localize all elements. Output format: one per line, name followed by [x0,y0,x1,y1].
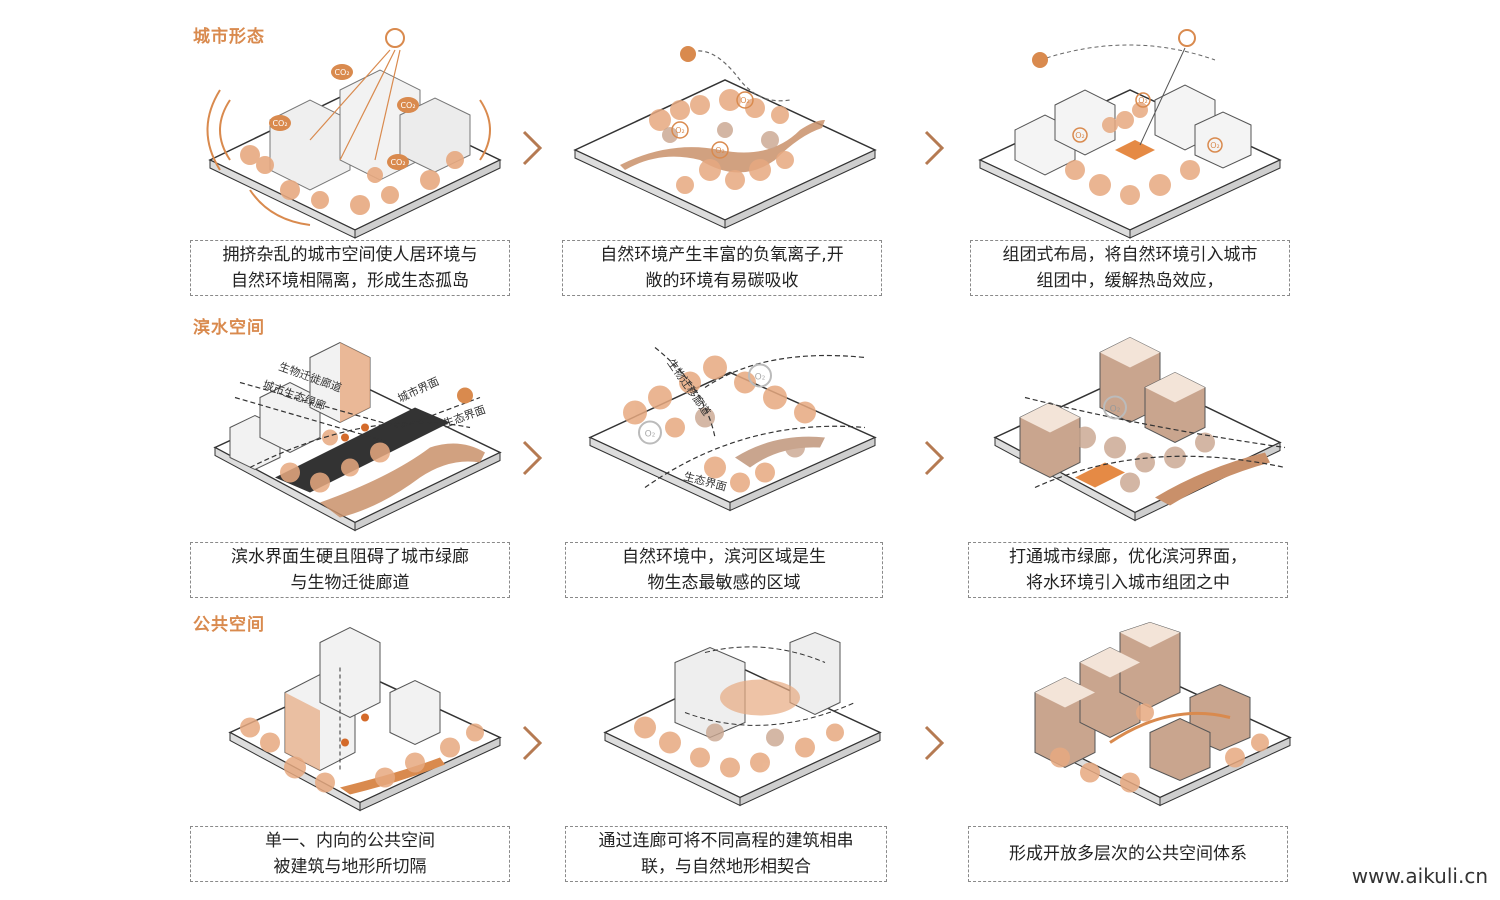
diagram-waterfront-hard-edge: 生物迁徙廊道 城市生态绿廊 城市界面 生态界面 [190,320,520,555]
label-o2-5: O₂ [1138,96,1148,105]
section-title-waterfront: 滨水空间 [193,318,265,338]
label-co2-1: CO₂ [334,68,349,77]
label-co2-3: CO₂ [272,119,287,128]
caption-public-space-1: 单一、内向的公共空间 被建筑与地形所切隔 [190,826,510,882]
diagram-public-space-isolated [190,610,520,845]
caption-waterfront-2: 自然环境中，滨河区域是生 物生态最敏感的区域 [565,542,883,598]
caption-public-space-2: 通过连廊可将不同高程的建筑相串 联，与自然地形相契合 [565,826,887,882]
label-o2-1: O₂ [675,126,685,135]
label-o2-7: O₂ [755,373,766,383]
label-co2-2: CO₂ [400,101,415,110]
caption-urban-form-1: 拥挤杂乱的城市空间使人居环境与 自然环境相隔离，形成生态孤岛 [190,240,510,296]
diagram-natural-environment: O₂ O₂ O₂ [560,20,890,255]
label-co2-4: CO₂ [390,158,405,167]
label-o2-4: O₂ [1075,131,1085,140]
label-eco-interface: 生态界面 [441,402,487,430]
watermark: www.aikuli.cn [1351,864,1488,888]
chevron-right-icon [922,438,946,478]
diagram-riverside-sensitive: 生物迁移廊道 生态界面 O₂ O₂ [565,320,895,555]
label-o2-6: O₂ [1210,141,1220,150]
chevron-right-icon [520,723,544,763]
label-city-interface: 城市界面 [395,374,441,405]
caption-urban-form-3: 组团式布局，将自然环境引入城市 组团中，缓解热岛效应， [970,240,1290,296]
chevron-right-icon [922,723,946,763]
chevron-right-icon [520,128,544,168]
label-o2-9: O₂ [1110,405,1121,415]
diagram-corridor-connection [565,610,895,845]
label-o2-8: O₂ [645,430,656,440]
caption-waterfront-3: 打通城市绿廊，优化滨河界面， 将水环境引入城市组团之中 [968,542,1288,598]
diagram-cluster-layout: O₂ O₂ O₂ [965,20,1295,255]
caption-public-space-3: 形成开放多层次的公共空间体系 [968,826,1288,882]
diagram-urban-crowded: CO₂ CO₂ CO₂ CO₂ [190,20,520,255]
chevron-right-icon [520,438,544,478]
label-o2-3: O₂ [715,146,725,155]
section-title-public-space: 公共空间 [193,615,265,635]
chevron-right-icon [922,128,946,168]
diagram-open-corridor: O₂ [965,320,1295,555]
caption-waterfront-1: 滨水界面生硬且阻碍了城市绿廊 与生物迁徙廊道 [190,542,510,598]
diagram-open-public-system [1020,610,1350,845]
label-o2-2: O₂ [740,96,750,105]
section-title-urban-form: 城市形态 [193,27,265,47]
caption-urban-form-2: 自然环境产生丰富的负氧离子,开 敞的环境有易碳吸收 [562,240,882,296]
